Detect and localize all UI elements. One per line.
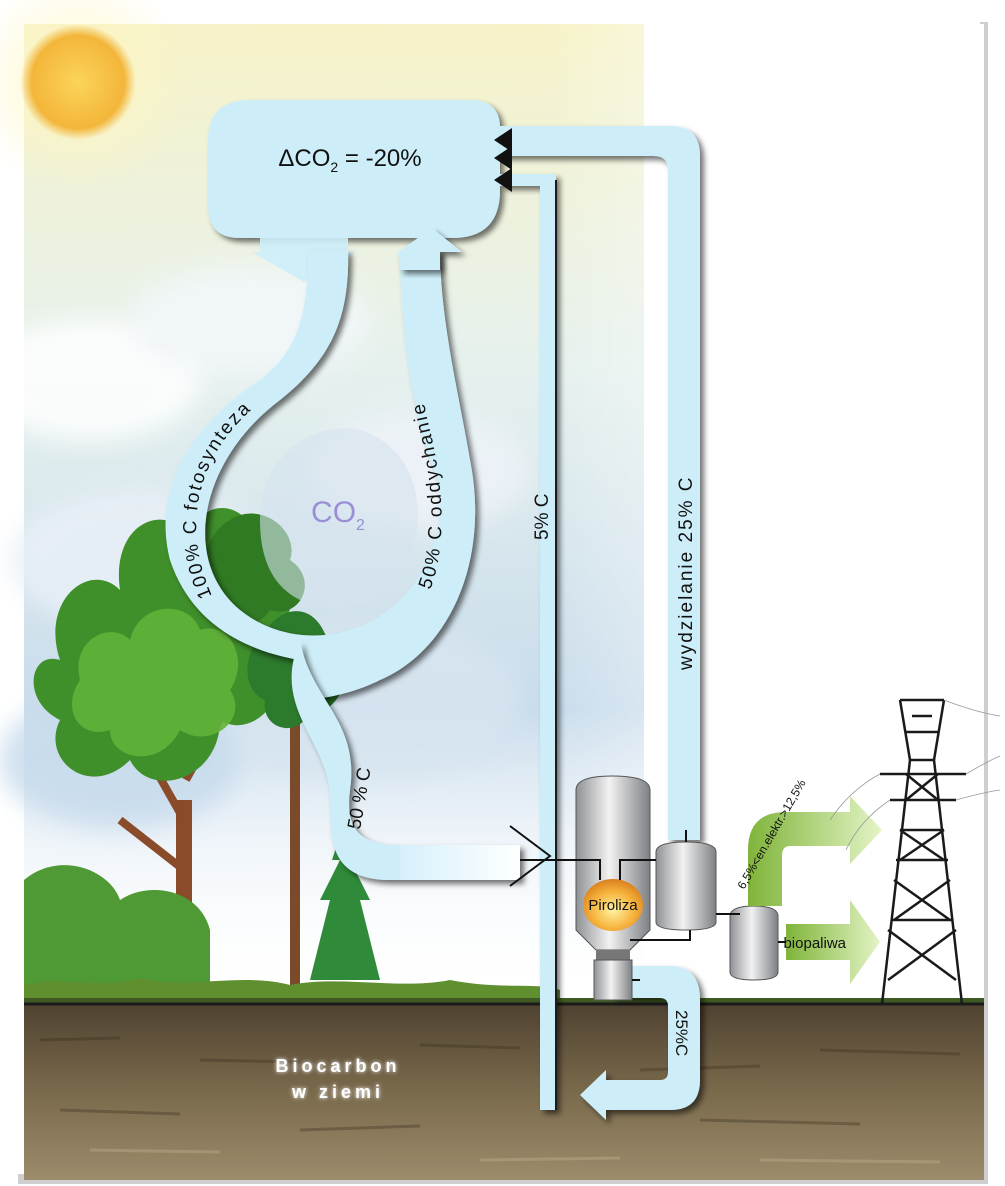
soil-label-line2: w ziemi [291, 1082, 384, 1102]
biofuels-label: biopaliwa [783, 935, 846, 952]
tank-icon [655, 841, 779, 981]
biofuel-arrow [786, 900, 880, 984]
electricity-arrow [748, 796, 882, 906]
reactor-icon [575, 775, 651, 1001]
direct-release-channel [500, 174, 556, 1110]
arrow-head-release-2 [494, 146, 512, 170]
co2-balance-label: ΔCO2 = -20% [278, 145, 421, 175]
sun-icon [0, 0, 188, 192]
photosynthesis-intake-arrow [252, 238, 356, 282]
soil-label-line1: Biocarbon [275, 1056, 400, 1076]
feed-inlet-mark [509, 825, 552, 887]
pyrolysis-label: Piroliza [588, 897, 638, 914]
soil [24, 1004, 984, 1180]
char-share-label: 25%C [672, 1010, 691, 1056]
release-channel [500, 126, 700, 840]
co2-center-label: CO2 [311, 496, 365, 534]
pylon-icon [880, 698, 966, 1005]
grass [24, 978, 984, 1006]
tree-icon [33, 507, 305, 1000]
pyrolysis-feed-channel [291, 640, 520, 880]
release-label: wydzielanie 25% C [676, 475, 697, 671]
direct-release-label: 5% C [532, 494, 553, 540]
co2-balance-box [208, 100, 500, 238]
pyrolysis-feed-fade [400, 845, 520, 880]
arrow-head-release [494, 128, 512, 152]
loop-center [260, 428, 418, 608]
arrow-head-5pct [494, 168, 512, 192]
respiration-outlet-arrow [398, 228, 462, 270]
carbon-cycle-loop [165, 250, 476, 700]
char-to-soil-channel [580, 966, 700, 1120]
power-lines [829, 699, 1001, 851]
